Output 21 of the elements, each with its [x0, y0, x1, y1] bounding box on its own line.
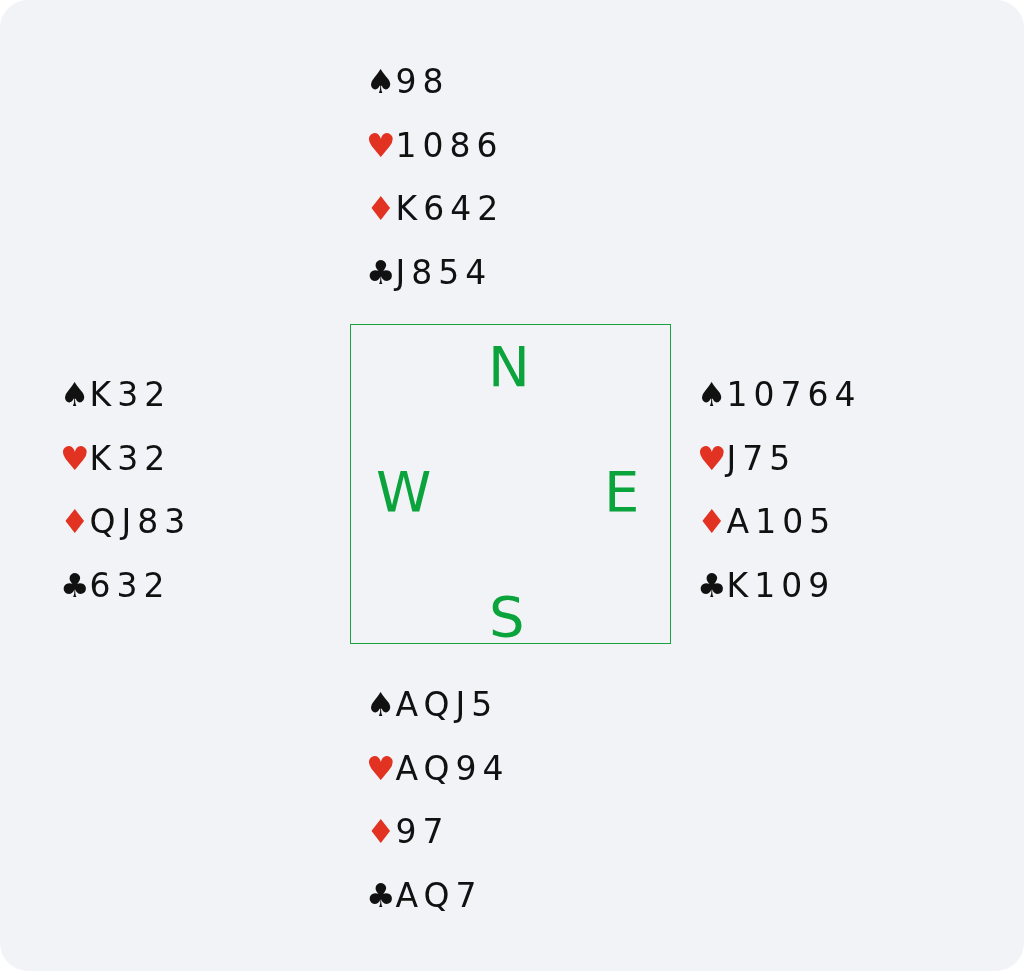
compass-box [350, 324, 671, 644]
suit-holding: ♠10764 [697, 375, 862, 415]
suit-holding: ♣AQ7 [366, 875, 483, 916]
suit-holding: ♦A105 [697, 502, 837, 542]
suit-holding: ♠AQJ5 [366, 685, 499, 725]
suit-holding: ♠98 [366, 62, 450, 102]
compass-letter: S [489, 587, 525, 647]
suit-holding: ♦97 [366, 812, 450, 852]
suit-holding: ♣J854 [366, 252, 493, 293]
suit-holding: ♥K32 [60, 438, 172, 479]
compass-letter: W [376, 462, 432, 522]
compass-letter: E [604, 462, 640, 522]
suit-holding: ♦QJ83 [60, 502, 192, 542]
suit-holding: ♥J75 [697, 438, 797, 479]
suit-holding: ♠K32 [60, 375, 172, 415]
suit-holding: ♦K642 [366, 189, 505, 229]
suit-holding: ♣K109 [697, 565, 836, 606]
suit-holding: ♥1086 [366, 125, 504, 166]
suit-holding: ♣632 [60, 565, 171, 606]
compass-letter: N [488, 337, 530, 397]
suit-holding: ♥AQ94 [366, 748, 510, 789]
